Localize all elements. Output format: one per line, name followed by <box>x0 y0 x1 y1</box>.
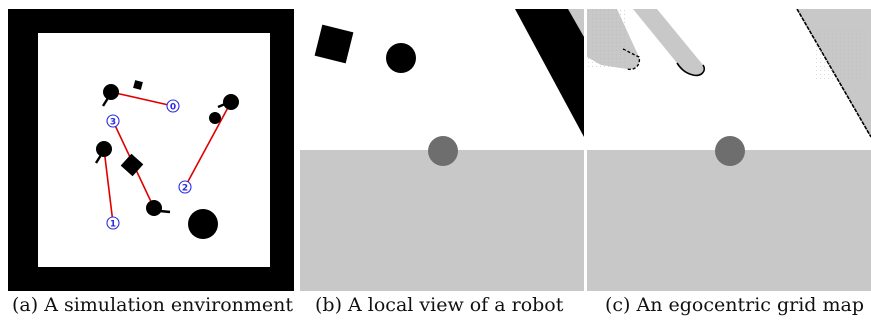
robot-0 <box>101 84 119 107</box>
goal-label-3: 3 <box>110 118 116 128</box>
robot-2 <box>217 94 239 110</box>
observed-edge-left <box>622 48 641 71</box>
goal-marker-1: 1 <box>106 216 120 230</box>
observed-edge-center <box>676 62 706 77</box>
path-line-1 <box>103 148 114 224</box>
small-square-obstacle <box>133 80 143 90</box>
caption-a: (a) A simulation environment <box>12 294 294 316</box>
egocentric-grid-map-panel <box>587 9 871 291</box>
caption-c: (c) An egocentric grid map <box>605 294 864 316</box>
arena-floor <box>38 33 270 267</box>
large-round-obstacle <box>188 209 218 239</box>
small-round-obstacle <box>209 112 221 124</box>
goal-label-0: 0 <box>170 103 176 113</box>
square-obstacle <box>120 153 144 177</box>
unknown-blob-center <box>633 9 705 76</box>
unobserved-region <box>587 150 871 291</box>
path-line-2 <box>184 101 232 188</box>
neighbor-robot <box>386 43 416 73</box>
local-view-image <box>300 9 584 291</box>
wall-corner-unknown <box>568 9 584 37</box>
path-line-0 <box>110 91 174 107</box>
caption-b: (b) A local view of a robot <box>315 294 564 316</box>
goal-marker-2: 2 <box>178 180 192 194</box>
goal-marker-0: 0 <box>166 99 180 113</box>
noise-right <box>815 29 865 79</box>
robot-1 <box>94 141 112 164</box>
ego-robot <box>715 136 745 166</box>
square-obstacle <box>314 24 354 64</box>
ego-robot <box>428 136 458 166</box>
local-view-panel <box>300 9 584 291</box>
robot-3 <box>146 200 171 216</box>
goal-label-2: 2 <box>182 184 188 194</box>
egocentric-grid-map-image <box>587 9 871 291</box>
goal-label-1: 1 <box>110 220 116 230</box>
goal-marker-3: 3 <box>106 114 120 128</box>
wall-edge <box>515 9 584 137</box>
unobserved-region <box>300 150 584 291</box>
noise-left <box>587 9 627 69</box>
simulation-environment-panel: 0 1 2 3 <box>8 9 294 291</box>
simulation-environment-image: 0 1 2 3 <box>8 9 294 291</box>
